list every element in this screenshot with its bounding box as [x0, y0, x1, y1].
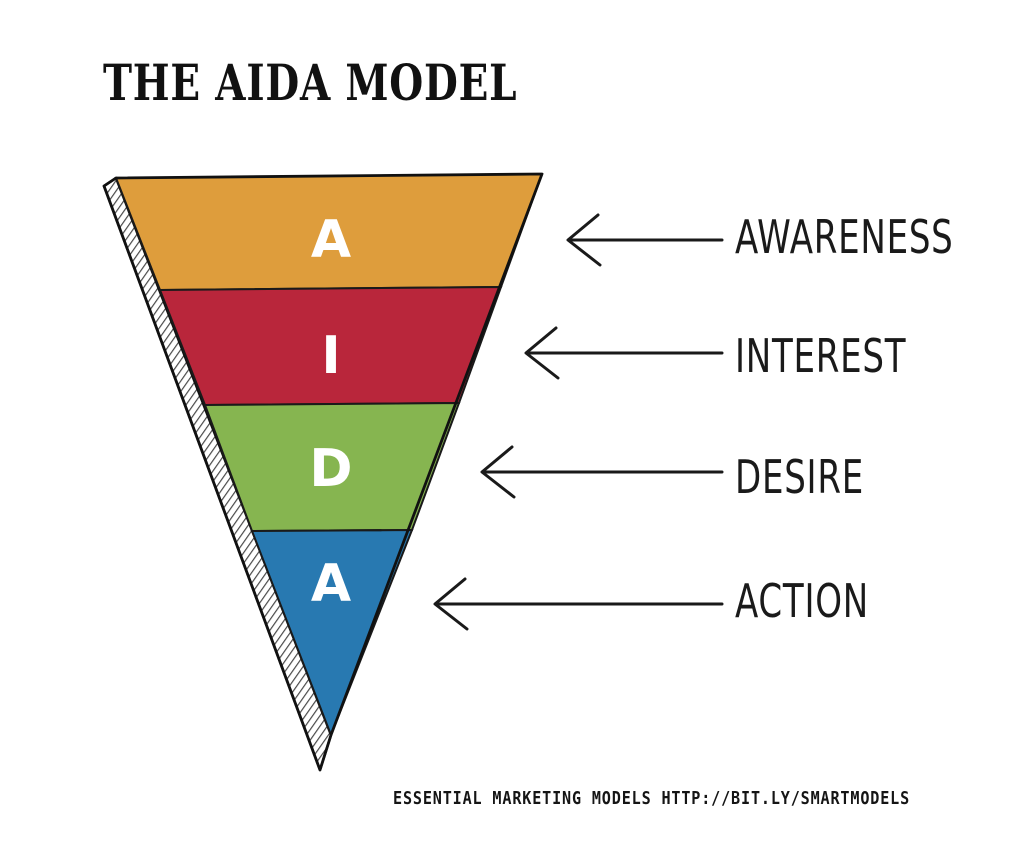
band-letter-a-awareness: A	[311, 210, 351, 270]
band-letter-a-action: A	[311, 554, 351, 614]
arrow-interest	[524, 326, 724, 380]
band-letter-d-desire: D	[309, 439, 352, 499]
arrow-desire	[480, 445, 724, 499]
funnel-outline	[102, 172, 544, 772]
arrow-action	[433, 577, 724, 631]
footer-credit: ESSENTIAL MARKETING MODELS HTTP://BIT.LY…	[393, 788, 911, 809]
stage-label-awareness: AWARENESS	[735, 210, 954, 264]
band-letter-i-interest: I	[321, 326, 340, 386]
stage-label-desire: DESIRE	[735, 450, 864, 504]
stage-label-action: ACTION	[735, 574, 869, 628]
arrow-awareness	[566, 213, 724, 267]
stage-label-interest: INTEREST	[735, 329, 907, 383]
band-action	[250, 528, 414, 738]
page-title: THE AIDA MODEL	[103, 53, 518, 112]
